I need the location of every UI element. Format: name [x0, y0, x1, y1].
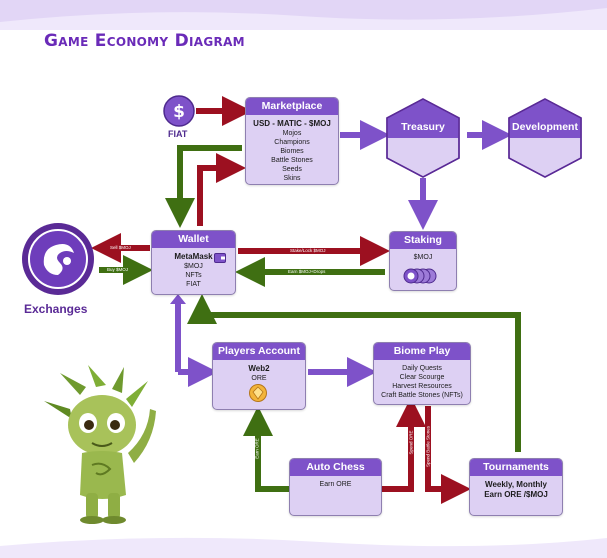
node-wallet: Wallet MetaMask $MOJ NFTs FIAT [151, 230, 236, 295]
edge-tournaments-wallet [187, 294, 521, 452]
biome-play-title: Biome Play [374, 343, 470, 360]
diagram-title: Game Economy Diagram [44, 31, 245, 51]
svg-text:$: $ [173, 102, 185, 122]
marketplace-item: Champions [274, 139, 310, 146]
edge-biome-tournaments [425, 406, 471, 504]
edge-wallet-marketplace [197, 153, 246, 226]
mascot-character-illustration [44, 365, 156, 524]
wallet-item: $MOJ [184, 263, 203, 270]
exchanges-logo-icon [22, 223, 94, 295]
auto-chess-item: Earn ORE [319, 481, 352, 488]
wallet-provider: MetaMask [174, 252, 213, 261]
fiat-label: FIAT [168, 129, 188, 139]
biome-play-item: Daily Quests [402, 365, 442, 372]
marketplace-item: Skins [283, 175, 301, 182]
background-decoration-bottom [0, 537, 607, 558]
wallet-icon [214, 253, 226, 263]
node-marketplace: Marketplace USD - MATIC - $MOJ Mojos Cha… [245, 97, 339, 185]
auto-chess-title: Auto Chess [290, 459, 381, 476]
background-decoration [0, 0, 607, 30]
marketplace-item: Seeds [282, 166, 302, 173]
exchanges-label: Exchanges [24, 302, 88, 316]
biome-play-item: Harvest Resources [392, 383, 452, 390]
tournaments-schedule: Weekly, Monthly [485, 480, 547, 489]
players-account-title: Players Account [213, 343, 305, 360]
biome-play-item: Craft Battle Stones (NFTs) [381, 392, 463, 399]
marketplace-item: Mojos [282, 130, 302, 137]
label-spend-ore: Spend ORE [408, 430, 414, 455]
node-treasury [386, 98, 460, 178]
node-auto-chess: Auto Chess Earn ORE [289, 458, 382, 516]
marketplace-item: Biomes [280, 148, 304, 155]
node-tournaments: Tournaments Weekly, Monthly Earn ORE /$M… [469, 458, 563, 516]
node-biome-play: Biome Play Daily Quests Clear Scourge Ha… [373, 342, 471, 405]
staking-item: $MOJ [413, 254, 433, 261]
treasury-title: Treasury [401, 121, 445, 133]
label-earn-ore: Earn ORE [254, 438, 260, 459]
biome-play-item: Clear Scourge [399, 374, 445, 381]
marketplace-title: Marketplace [246, 98, 338, 115]
dollar-coin-icon: $ [163, 95, 195, 127]
edge-autochess-biome [382, 397, 426, 492]
coin-stack-icon [403, 268, 437, 284]
label-earn-staking: Earn $MOJ+Drops [288, 269, 326, 274]
development-title: Development [512, 121, 578, 133]
staking-title: Staking [390, 232, 456, 249]
label-sell: Sell $MOJ [110, 245, 131, 250]
marketplace-item: Battle Stones [271, 157, 313, 164]
tournaments-title: Tournaments [470, 459, 562, 476]
wallet-item: NFTs [185, 272, 202, 279]
ore-gem-icon [249, 384, 267, 402]
players-account-item: ORE [251, 375, 267, 382]
label-spend-stones: Spend Battle Stones [425, 425, 431, 468]
edge-autochess-players [243, 406, 290, 492]
node-staking: Staking $MOJ [389, 231, 457, 291]
wallet-item: FIAT [186, 281, 201, 288]
tournaments-reward: Earn ORE /$MOJ [484, 490, 548, 499]
node-development [508, 98, 582, 178]
wallet-title: Wallet [152, 231, 235, 248]
marketplace-currencies: USD - MATIC - $MOJ [253, 119, 331, 128]
edge-marketplace-wallet [165, 145, 242, 228]
label-buy: Buy $MOJ [107, 267, 129, 272]
label-stake: Stake/Lock $MOJ [290, 248, 326, 253]
players-account-type: Web2 [248, 364, 270, 373]
